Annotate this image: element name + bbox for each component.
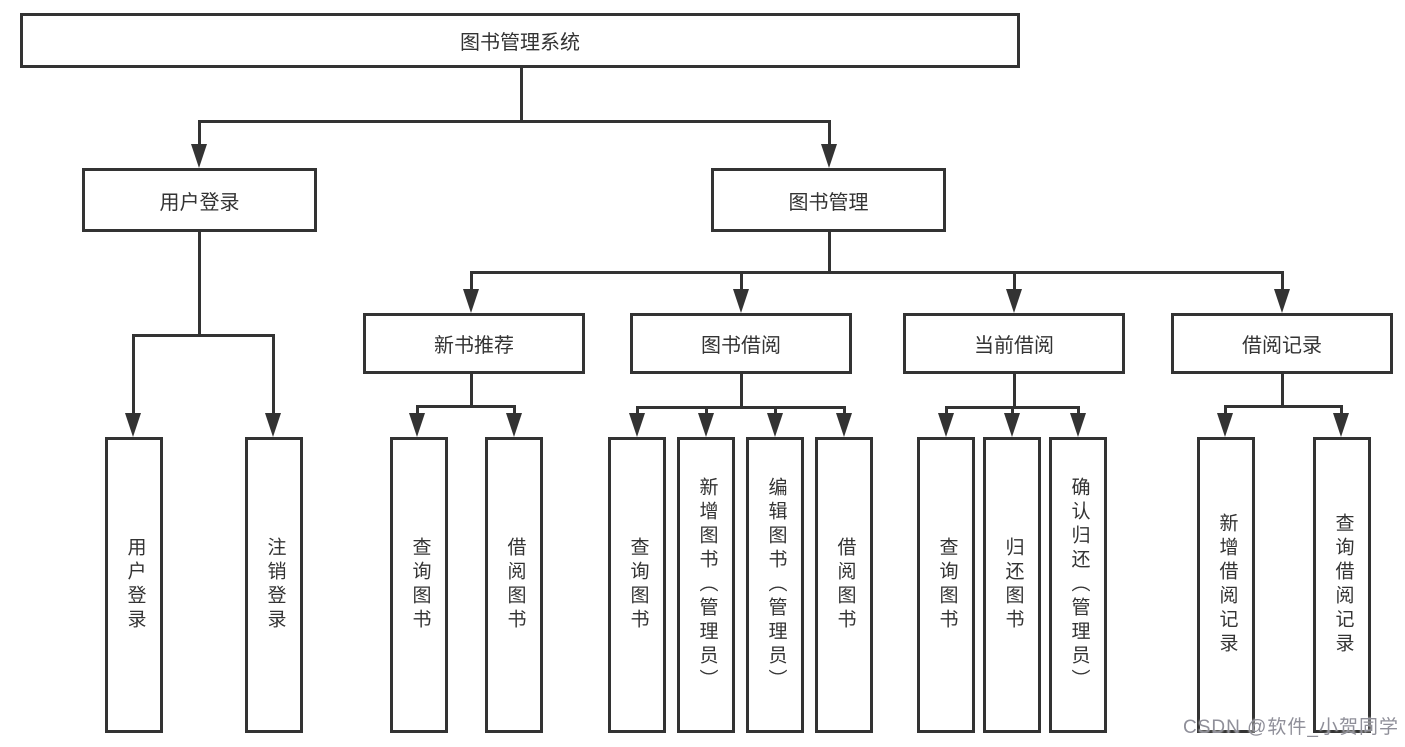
- connector-line: [1281, 374, 1284, 407]
- connector-line: [740, 374, 743, 408]
- connector-line: [470, 271, 1284, 274]
- node-label: 新书推荐: [434, 335, 514, 357]
- arrow-down-icon: [506, 413, 522, 437]
- arrow-down-icon: [409, 413, 425, 437]
- connector-line: [470, 272, 473, 292]
- node-label: 借阅图书: [504, 537, 526, 633]
- node-label: 借阅图书: [834, 537, 856, 633]
- arrow-down-icon: [125, 413, 141, 437]
- connector-line: [470, 374, 473, 407]
- node-label: 借阅记录: [1242, 335, 1322, 357]
- node-label: 注销登录: [264, 537, 286, 633]
- node-label: 查询图书: [936, 537, 958, 633]
- connector-line: [198, 232, 201, 336]
- arrow-down-icon: [767, 413, 783, 437]
- connector-line: [636, 407, 639, 415]
- connector-line: [198, 122, 201, 147]
- connector-line: [1077, 407, 1080, 415]
- connector-line: [132, 335, 135, 415]
- node-label: 图书管理: [788, 191, 869, 214]
- node-label: 编辑图书（管理员）: [765, 477, 787, 693]
- arrow-down-icon: [1006, 289, 1022, 313]
- connector-line: [272, 335, 275, 415]
- leaf-query-books-borrow: 查询图书: [608, 437, 666, 733]
- leaf-add-book-admin: 新增图书（管理员）: [677, 437, 735, 733]
- node-borrow-records: 借阅记录: [1171, 313, 1393, 374]
- node-current-borrow: 当前借阅: [903, 313, 1125, 374]
- node-new-book-recommend: 新书推荐: [363, 313, 585, 374]
- arrow-down-icon: [191, 144, 207, 168]
- arrow-down-icon: [1274, 289, 1290, 313]
- connector-line: [843, 407, 846, 415]
- arrow-down-icon: [629, 413, 645, 437]
- leaf-add-borrow-record: 新增借阅记录: [1197, 437, 1255, 733]
- node-root: 图书管理系统: [20, 13, 1020, 68]
- connector-line: [1011, 407, 1014, 415]
- node-book-borrow: 图书借阅: [630, 313, 852, 374]
- arrow-down-icon: [733, 289, 749, 313]
- connector-line: [1013, 374, 1016, 408]
- arrow-down-icon: [1217, 413, 1233, 437]
- connector-line: [520, 68, 523, 123]
- connector-line: [1340, 406, 1343, 415]
- node-label: 新增图书（管理员）: [696, 477, 718, 693]
- node-label: 查询借阅记录: [1332, 513, 1354, 657]
- csdn-watermark: CSDN @软件_小贺同学: [1183, 717, 1399, 738]
- leaf-borrow-books-recommend: 借阅图书: [485, 437, 543, 733]
- arrow-down-icon: [265, 413, 281, 437]
- node-label: 新增借阅记录: [1216, 513, 1238, 657]
- connector-line: [636, 406, 846, 409]
- node-label: 当前借阅: [974, 335, 1054, 357]
- connector-line: [1224, 405, 1343, 408]
- node-label: 归还图书: [1002, 537, 1024, 633]
- connector-line: [1281, 272, 1284, 292]
- node-label: 图书管理系统: [460, 32, 580, 54]
- connector-line: [132, 334, 275, 337]
- leaf-return-books: 归还图书: [983, 437, 1041, 733]
- arrow-down-icon: [463, 289, 479, 313]
- connector-line: [828, 232, 831, 273]
- leaf-borrow-books: 借阅图书: [815, 437, 873, 733]
- node-label: 用户登录: [124, 537, 146, 633]
- connector-line: [1224, 406, 1227, 415]
- arrow-down-icon: [821, 144, 837, 168]
- connector-line: [513, 406, 516, 415]
- node-label: 用户登录: [159, 191, 240, 214]
- node-book-management: 图书管理: [711, 168, 946, 232]
- node-user-login: 用户登录: [82, 168, 317, 232]
- connector-line: [705, 407, 708, 415]
- node-label: 查询图书: [409, 537, 431, 633]
- leaf-logout-login: 注销登录: [245, 437, 303, 733]
- connector-line: [198, 120, 831, 123]
- connector-line: [1013, 272, 1016, 292]
- leaf-query-books-current: 查询图书: [917, 437, 975, 733]
- arrow-down-icon: [698, 413, 714, 437]
- leaf-confirm-return-admin: 确认归还（管理员）: [1049, 437, 1107, 733]
- connector-line: [774, 407, 777, 415]
- leaf-query-books-recommend: 查询图书: [390, 437, 448, 733]
- leaf-edit-book-admin: 编辑图书（管理员）: [746, 437, 804, 733]
- arrow-down-icon: [1070, 413, 1086, 437]
- node-label: 查询图书: [627, 537, 649, 633]
- arrow-down-icon: [938, 413, 954, 437]
- arrow-down-icon: [836, 413, 852, 437]
- node-label: 确认归还（管理员）: [1068, 477, 1090, 693]
- leaf-query-borrow-record: 查询借阅记录: [1313, 437, 1371, 733]
- connector-line: [740, 272, 743, 292]
- arrow-down-icon: [1004, 413, 1020, 437]
- connector-line: [945, 407, 948, 415]
- connector-line: [828, 122, 831, 147]
- connector-line: [416, 406, 419, 415]
- connector-line: [416, 405, 516, 408]
- leaf-user-login: 用户登录: [105, 437, 163, 733]
- node-label: 图书借阅: [701, 335, 781, 357]
- arrow-down-icon: [1333, 413, 1349, 437]
